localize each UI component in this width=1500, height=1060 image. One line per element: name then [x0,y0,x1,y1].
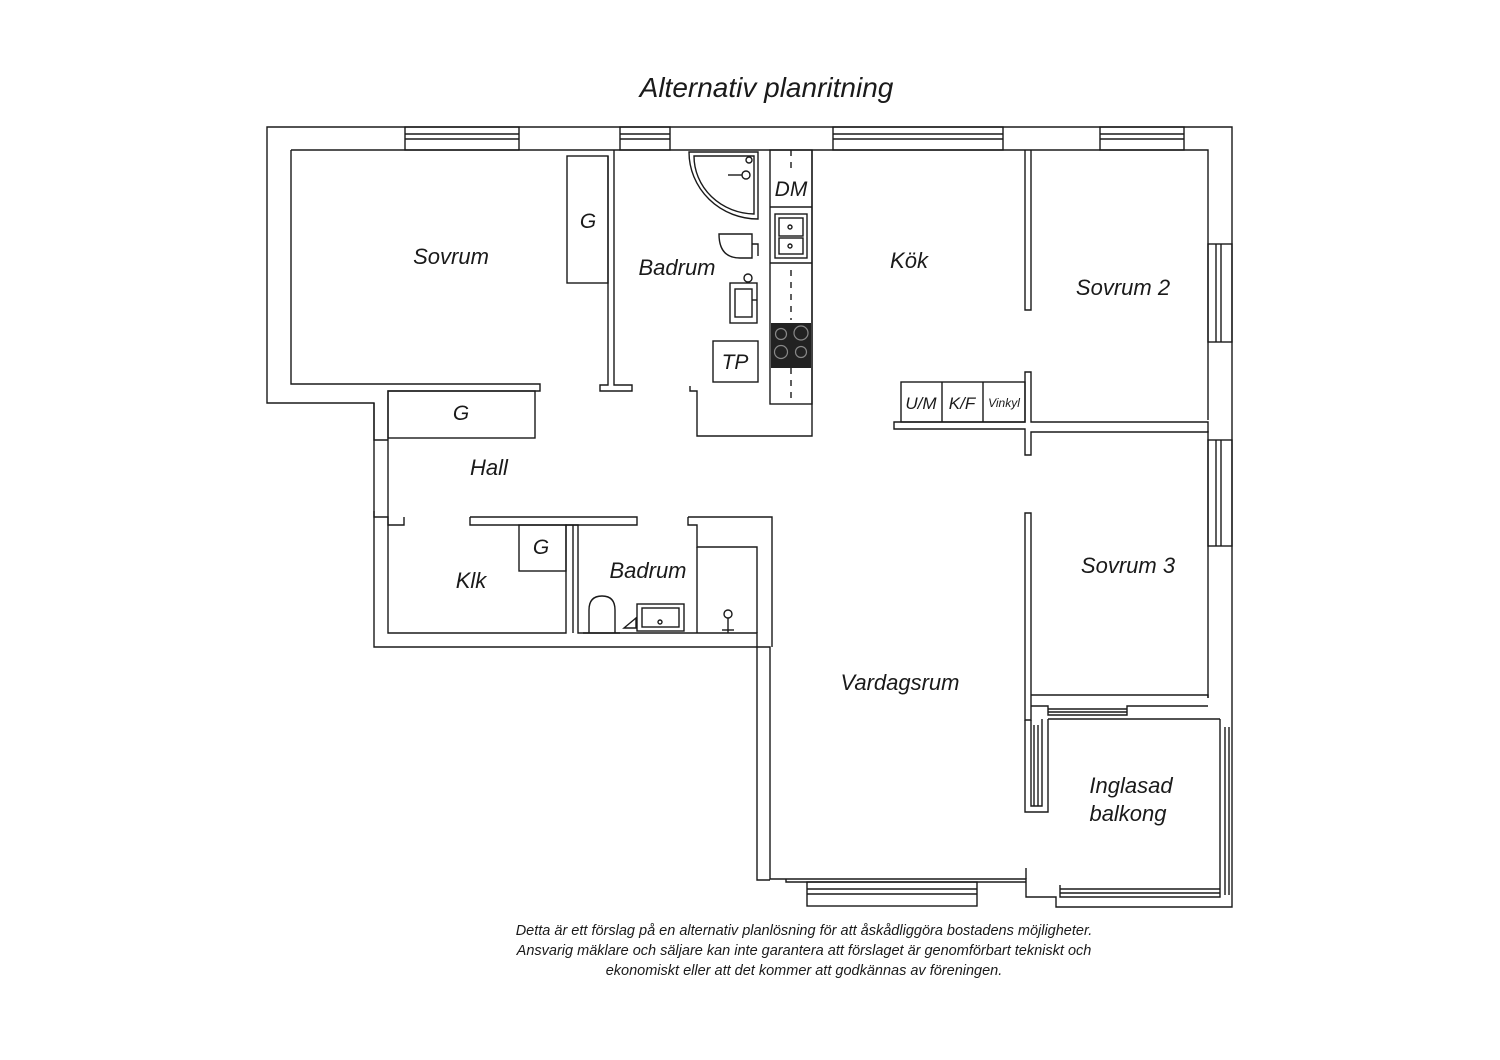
outer-wall-inner [290,149,1221,898]
label-um: U/M [905,394,937,413]
kitchen-sink-icon [774,213,808,259]
room-label-badrum-bottom: Badrum [609,558,686,583]
window-top-1 [404,126,520,151]
window-bottom [806,881,978,907]
closet-label-hall: G [453,402,469,425]
window-right-2 [1207,439,1233,547]
sink-bottom-icon [622,603,685,632]
window-top-4 [1099,126,1185,151]
toilet-bottom-icon [583,595,620,634]
sink-icon [729,273,758,324]
shower-bottom-icon [722,609,734,633]
label-tp: TP [722,351,749,374]
balcony-window-top [1048,708,1127,713]
disclaimer-line-2: Ansvarig mäklare och säljare kan inte ga… [516,943,1092,959]
closet-label-sovrum: G [580,210,596,233]
room-label-kok: Kök [890,248,929,273]
window-top-3 [832,126,1004,151]
disclaimer-line-1: Detta är ett förslag på en alternativ pl… [515,923,1093,939]
plan-title: Alternativ planritning [639,72,894,103]
disclaimer-line-3: ekonomiskt eller att det kommer att godk… [605,963,1003,979]
balcony-glazing-right [1224,727,1230,895]
hall-closet [387,390,536,439]
disclaimer: Detta är ett förslag på en alternativ pl… [404,921,1204,981]
room-label-sovrum: Sovrum [413,244,489,269]
label-vinkyl: Vinkyl [988,396,1020,410]
closet-label-klk: G [533,536,549,559]
kitchen-counter [769,149,813,405]
label-kf: K/F [949,394,977,413]
room-label-sovrum3: Sovrum 3 [1081,553,1176,578]
room-label-klk: Klk [456,568,488,593]
balcony-window-left [1033,725,1039,806]
shower-icon [688,151,759,220]
room-label-vardagsrum: Vardagsrum [840,670,959,695]
room-label-sovrum2: Sovrum 2 [1076,275,1170,300]
window-top-2 [619,126,671,151]
toilet-icon [718,233,759,259]
room-label-hall: Hall [470,455,509,480]
room-label-badrum-top: Badrum [638,255,715,280]
tp-box [712,340,759,383]
label-dm: DM [775,178,808,201]
room-label-balkong-2: balkong [1089,801,1167,826]
balcony-wall [1031,705,1220,720]
window-right-1 [1207,243,1233,343]
balcony-glazing-bottom [1060,888,1220,894]
appliance-units [900,381,1026,423]
room-label-balkong-1: Inglasad [1089,773,1173,798]
klk-closet [518,524,567,572]
